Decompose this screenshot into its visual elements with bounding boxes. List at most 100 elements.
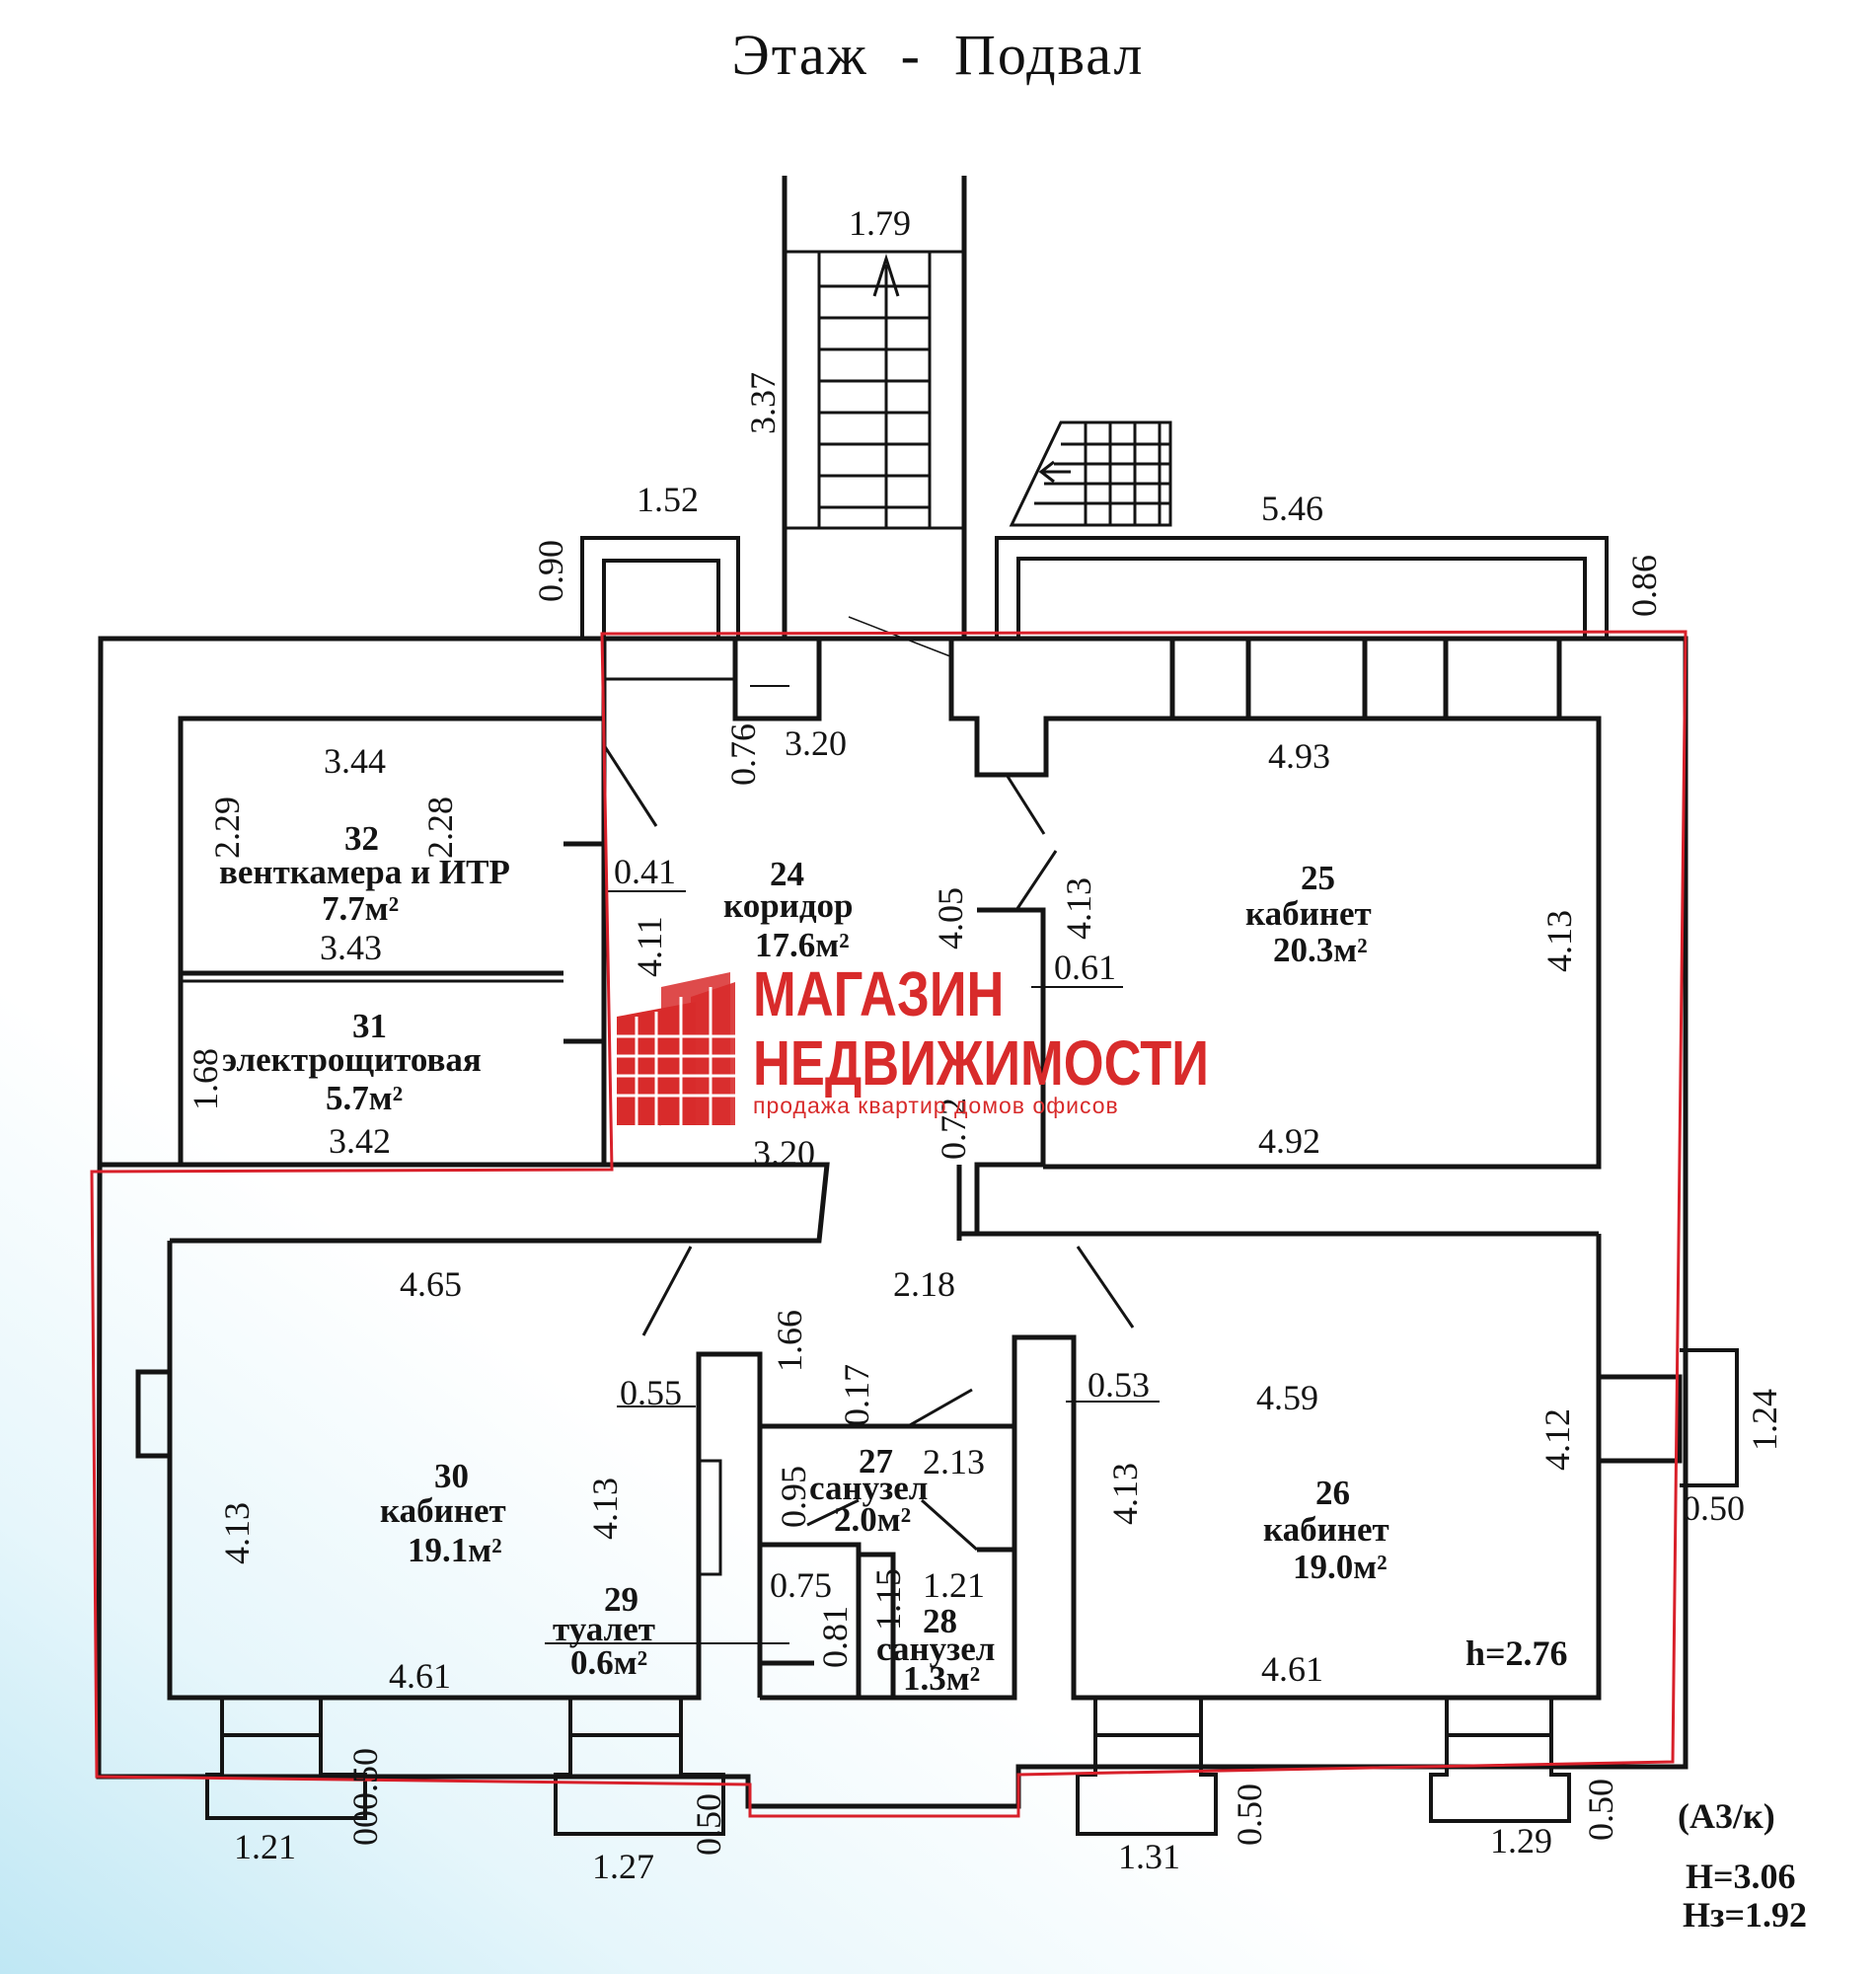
small-stairs <box>1009 420 1172 527</box>
room-27-area: 2.0м² <box>834 1500 912 1539</box>
room-24-name: коридор <box>723 886 854 925</box>
room-25-name: кабинет <box>1245 894 1372 933</box>
wc-block <box>760 1423 1014 1698</box>
room-28-number: 28 <box>923 1602 957 1640</box>
dim-pit-right-width: 5.46 <box>1261 489 1323 528</box>
dim-r29-depth: 0.81 <box>815 1606 855 1668</box>
dim-r28-width: 1.21 <box>923 1565 985 1605</box>
room-30-number: 30 <box>434 1457 469 1495</box>
dim-wc-wall: 0.17 <box>837 1364 876 1426</box>
dim-r31-bottom: 3.42 <box>329 1121 391 1161</box>
dim-r28-depth: 1.15 <box>868 1568 908 1631</box>
room-28-area: 1.3м² <box>903 1659 981 1698</box>
dim-r24-right: 4.05 <box>931 887 970 949</box>
dim-stair-width: 1.79 <box>849 203 911 243</box>
dim-r24-bottom: 3.20 <box>753 1133 815 1173</box>
dim-r24-top: 3.20 <box>785 723 847 763</box>
dim-r30-top: 4.65 <box>400 1264 462 1304</box>
dim-stair-length: 3.37 <box>743 372 783 434</box>
dim-r31-left: 1.68 <box>186 1048 225 1110</box>
room-31-area: 5.7м² <box>326 1079 404 1117</box>
pit-bottom-2 <box>554 1698 725 1836</box>
room-29-area: 0.6м² <box>570 1643 648 1682</box>
room-25-window-block <box>1362 636 1449 721</box>
dim-pit3-depth: 0.50 <box>1230 1784 1269 1846</box>
room-24-area: 17.6м² <box>755 926 850 964</box>
dim-r32-right: 2.28 <box>420 797 460 859</box>
dim-r24-niche: 0.76 <box>723 723 763 786</box>
room-32-number: 32 <box>344 819 379 858</box>
dim-r25-top: 4.93 <box>1268 736 1330 776</box>
room-27-name: санузел <box>809 1469 929 1507</box>
pit-bottom-4 <box>1429 1698 1571 1823</box>
dim-r29-width: 0.75 <box>770 1565 832 1605</box>
dim-hall-width: 2.18 <box>893 1264 955 1304</box>
dim-r24-wall: 0.41 <box>614 852 676 891</box>
watermark-line2: НЕДВИЖИМОСТИ <box>753 1027 1209 1099</box>
dim-pit2-depth: 0.50 <box>689 1793 728 1856</box>
room-26-area: 19.0м² <box>1293 1548 1388 1586</box>
dim-r26-right: 4.12 <box>1538 1408 1577 1471</box>
dim-pit1-width: 1.21 <box>234 1827 296 1866</box>
room-26-number: 26 <box>1315 1474 1350 1512</box>
dim-pit4-depth: 0.50 <box>1581 1779 1620 1841</box>
window-right-26 <box>1599 1374 1683 1464</box>
dim-r26-bottom: 4.61 <box>1261 1649 1323 1689</box>
dim-r30-left: 4.13 <box>217 1502 257 1564</box>
pit-top-left <box>580 536 740 639</box>
room-27-number: 27 <box>859 1442 893 1480</box>
dim-r27-depth: 0.95 <box>774 1466 813 1528</box>
pillar-left <box>563 841 607 1044</box>
room-25-walls <box>1043 716 1602 1170</box>
watermark-line1: МАГАЗИН <box>753 958 1005 1029</box>
dimension-lines <box>545 685 1160 1644</box>
highlight-outline <box>90 630 1688 1818</box>
dim-r30-wall: 0.55 <box>620 1373 682 1412</box>
pit-top-right <box>995 536 1609 639</box>
corridor-cross-wall-left <box>101 1162 830 1244</box>
dim-window-r26-width: 1.24 <box>1745 1389 1784 1451</box>
window-left-30 <box>135 1369 170 1459</box>
ceiling-height: h=2.76 <box>1465 1633 1568 1673</box>
dim-r25-wall: 0.61 <box>1054 948 1116 987</box>
watermark-tagline: продажа квартир домов офисов <box>753 1093 1119 1118</box>
room-31-number: 31 <box>352 1007 387 1045</box>
room-28-name: санузел <box>876 1630 996 1668</box>
dim-r30-bottom: 4.61 <box>389 1656 451 1696</box>
dim-r26-top: 4.59 <box>1256 1378 1318 1417</box>
dim-pit1-depth: 000.50 <box>345 1748 385 1846</box>
dim-r25-bottom: 4.92 <box>1258 1121 1320 1161</box>
dim-pit3-width: 1.31 <box>1118 1837 1180 1876</box>
dim-wc-height: 1.66 <box>770 1310 809 1372</box>
room-32-area: 7.7м² <box>322 889 400 928</box>
corridor-cross-wall-right <box>956 1165 1599 1241</box>
exterior-pits <box>205 536 1609 1836</box>
room-25-number: 25 <box>1301 859 1335 897</box>
main-stairs <box>783 250 966 530</box>
room-26-walls <box>760 1234 1602 1701</box>
dim-window-r26-depth: 0.50 <box>1683 1488 1745 1528</box>
dim-pit2-width: 1.27 <box>592 1847 654 1886</box>
dim-r30-right: 4.13 <box>585 1478 625 1540</box>
room-25-top-piers <box>948 639 1562 778</box>
room-29-number: 29 <box>604 1580 638 1619</box>
dim-r32-top: 3.44 <box>324 741 386 781</box>
floor-title: Этаж - Подвал <box>731 23 1145 87</box>
room-30-name: кабинет <box>380 1491 506 1530</box>
dim-r26-left: 4.13 <box>1105 1463 1145 1525</box>
room-26-name: кабинет <box>1263 1510 1389 1549</box>
room-24-number: 24 <box>770 855 804 893</box>
dim-pit4-width: 1.29 <box>1490 1821 1552 1860</box>
dim-r32-bottom: 3.43 <box>320 928 382 967</box>
note-code: (А3/к) <box>1678 1796 1775 1836</box>
note-height-total: Н=3.06 <box>1686 1857 1796 1896</box>
note-height-ground: Нз=1.92 <box>1683 1895 1807 1935</box>
pit-bottom-1 <box>205 1698 367 1820</box>
dim-pit-left-depth: 0.90 <box>531 540 570 602</box>
dim-r32-left: 2.29 <box>207 797 247 859</box>
room-31-name: электрощитовая <box>222 1040 482 1079</box>
dim-r26-wall: 0.53 <box>1088 1365 1150 1405</box>
room-29-name: туалет <box>553 1610 655 1648</box>
